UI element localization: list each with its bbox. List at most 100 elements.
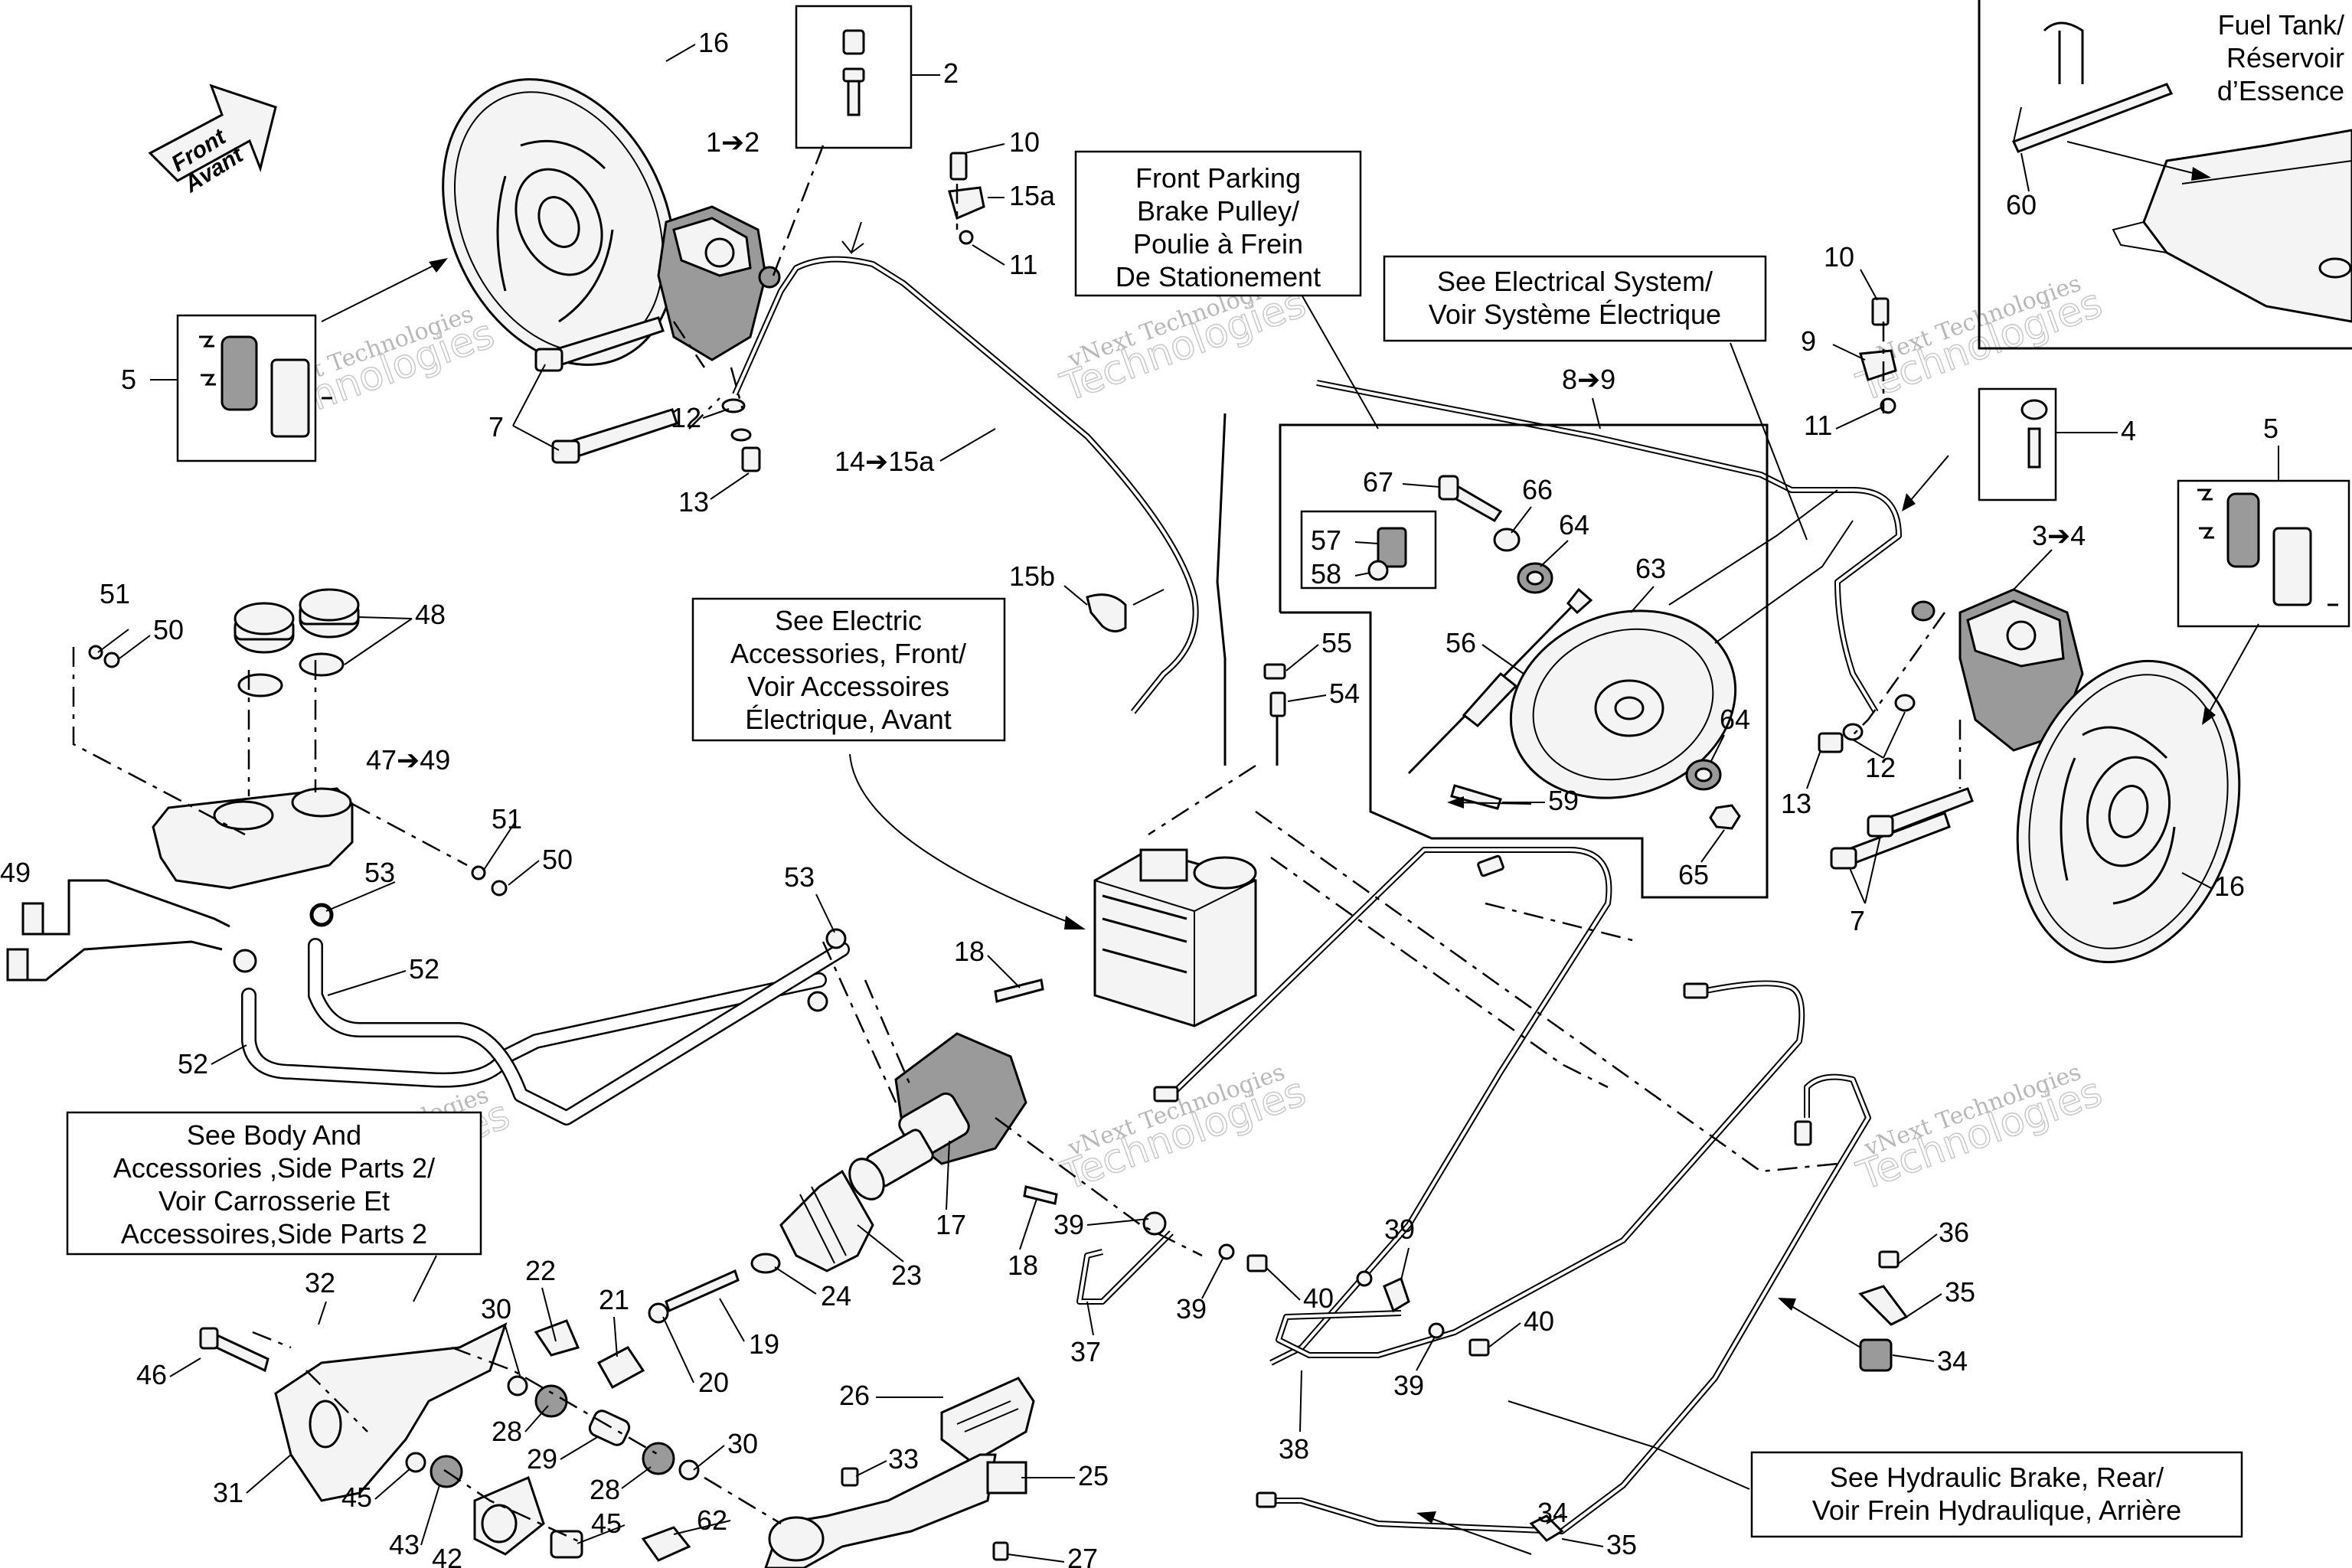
part-label: 34 <box>1537 1497 1568 1528</box>
banjo-bolt <box>721 398 761 472</box>
callout-leaders <box>413 294 1808 1490</box>
box-line: Brake Pulley/ <box>1137 195 1299 227</box>
box-line: Voir Accessoires <box>747 671 949 702</box>
part-label: 37 <box>1070 1336 1101 1367</box>
part-label: 28 <box>590 1474 620 1505</box>
part-label: 30 <box>481 1293 511 1325</box>
box-line: Poulie à Frein <box>1133 228 1303 260</box>
part-label: 56 <box>1446 627 1476 658</box>
part-label: 26 <box>839 1380 870 1411</box>
part-label: 10 <box>1009 126 1040 158</box>
part-label: 51 <box>492 803 522 835</box>
part-label: 53 <box>364 857 395 888</box>
reservoir-fasteners <box>88 645 508 897</box>
part-label: 16 <box>698 27 729 58</box>
fuel-tank-line: Fuel Tank/ <box>2218 9 2344 41</box>
box-line: Accessoires,Side Parts 2 <box>121 1218 427 1250</box>
part-label: 39 <box>1054 1209 1084 1240</box>
abs-module <box>1093 848 1257 1027</box>
right-brake-disc <box>2016 659 2241 964</box>
box-line: See Electric <box>775 605 922 636</box>
dash-leaders <box>72 145 1962 1544</box>
part-label: 39 <box>1176 1293 1207 1325</box>
part-label: 39 <box>1393 1370 1424 1401</box>
part-label: 40 <box>1303 1282 1334 1314</box>
left-caliper <box>657 205 781 361</box>
brake-lines <box>1076 380 1902 1534</box>
part-label: 65 <box>1678 859 1709 890</box>
part-label: 57 <box>1311 524 1341 556</box>
right-brake-pad-box <box>2177 479 2350 628</box>
part-label: 23 <box>891 1259 922 1291</box>
part-label: 64 <box>1720 704 1750 735</box>
part-label: 34 <box>1937 1345 1968 1377</box>
pointer-arrows <box>321 106 2259 1555</box>
part-label: 17 <box>936 1209 966 1240</box>
part-label: 52 <box>409 953 439 985</box>
part-label: 20 <box>698 1367 729 1398</box>
part-label: 38 <box>1279 1433 1309 1465</box>
part-label: 19 <box>749 1328 779 1360</box>
abs-fittings <box>1216 413 1286 766</box>
part-label: 15a <box>1009 180 1056 211</box>
part-label: 7 <box>488 411 504 443</box>
part-label: 54 <box>1329 678 1360 709</box>
part-label: 51 <box>100 578 130 609</box>
clip-15b <box>1086 589 1165 632</box>
part-label: 53 <box>784 861 815 893</box>
part-labels: 16 1➔2 2 10 15a 11 5 7 12 13 14➔15a 15b … <box>0 27 2278 1568</box>
part-label: 32 <box>305 1267 335 1298</box>
hydraulic-rear-box: See Hydraulic Brake, Rear/ Voir Frein Hy… <box>1750 1451 2243 1538</box>
box-line: De Stationement <box>1116 261 1321 292</box>
electrical-system-box: See Electrical System/ Voir Système Élec… <box>1383 255 1767 342</box>
part-label: 9 <box>1801 325 1816 357</box>
part-label: 64 <box>1559 509 1589 541</box>
box-line: See Electrical System/ <box>1437 266 1713 297</box>
box-line: Accessories, Front/ <box>730 638 966 669</box>
brake-pedal <box>641 1377 1035 1568</box>
part-label: 7 <box>1850 905 1865 936</box>
brake-fluid-reservoir <box>6 588 360 982</box>
part-label: 2 <box>943 57 959 89</box>
part-label: 58 <box>1311 558 1341 590</box>
pushrod <box>534 1269 740 1390</box>
box-line: Voir Frein Hydraulique, Arrière <box>1812 1494 2181 1526</box>
left-brake-pad-box <box>176 314 332 462</box>
part-label: 30 <box>727 1428 758 1459</box>
part-label: 47➔49 <box>366 744 450 776</box>
parking-pulley-assembly <box>1279 423 1854 899</box>
part-label: 62 <box>697 1504 727 1536</box>
right-caliper-bolts <box>1818 694 1974 870</box>
part-label: 48 <box>415 599 446 630</box>
part-label: 63 <box>1635 553 1666 584</box>
box-line: See Hydraulic Brake, Rear/ <box>1830 1462 2164 1493</box>
part-label: 5 <box>2263 413 2278 444</box>
master-cylinder <box>750 978 1058 1274</box>
part-label: 11 <box>1804 410 1832 441</box>
part-label: 67 <box>1363 466 1393 498</box>
caliper-bolts <box>534 316 678 464</box>
part-label: 13 <box>678 486 709 518</box>
part-label: 43 <box>389 1529 420 1560</box>
parking-pulley-box: Front Parking Brake Pulley/ Poulie à Fre… <box>1074 150 1362 297</box>
part-label: 27 <box>1067 1543 1098 1568</box>
part-label: 45 <box>591 1508 622 1539</box>
part-label: 11 <box>1009 249 1037 280</box>
part-label: 1➔2 <box>706 126 760 158</box>
box-line: Front Parking <box>1135 162 1301 194</box>
box-line: Voir Carrosserie Et <box>158 1185 390 1217</box>
part-label: 10 <box>1824 241 1854 273</box>
part-label: 52 <box>178 1048 208 1080</box>
right-caliper <box>1911 588 2084 752</box>
part-label: 46 <box>136 1359 167 1390</box>
right-bleeder-box <box>1978 387 2057 501</box>
part-label: 31 <box>213 1477 243 1508</box>
box-line: Électrique, Avant <box>745 704 952 735</box>
part-label: 16 <box>2214 871 2245 902</box>
right-clip <box>1859 297 1897 414</box>
part-label: 35 <box>1945 1276 1975 1308</box>
part-label: 28 <box>492 1416 522 1447</box>
part-label: 50 <box>542 844 573 875</box>
electric-accessories-box: See Electric Accessories, Front/ Voir Ac… <box>691 597 1006 742</box>
pedal-bracket <box>199 1322 700 1559</box>
